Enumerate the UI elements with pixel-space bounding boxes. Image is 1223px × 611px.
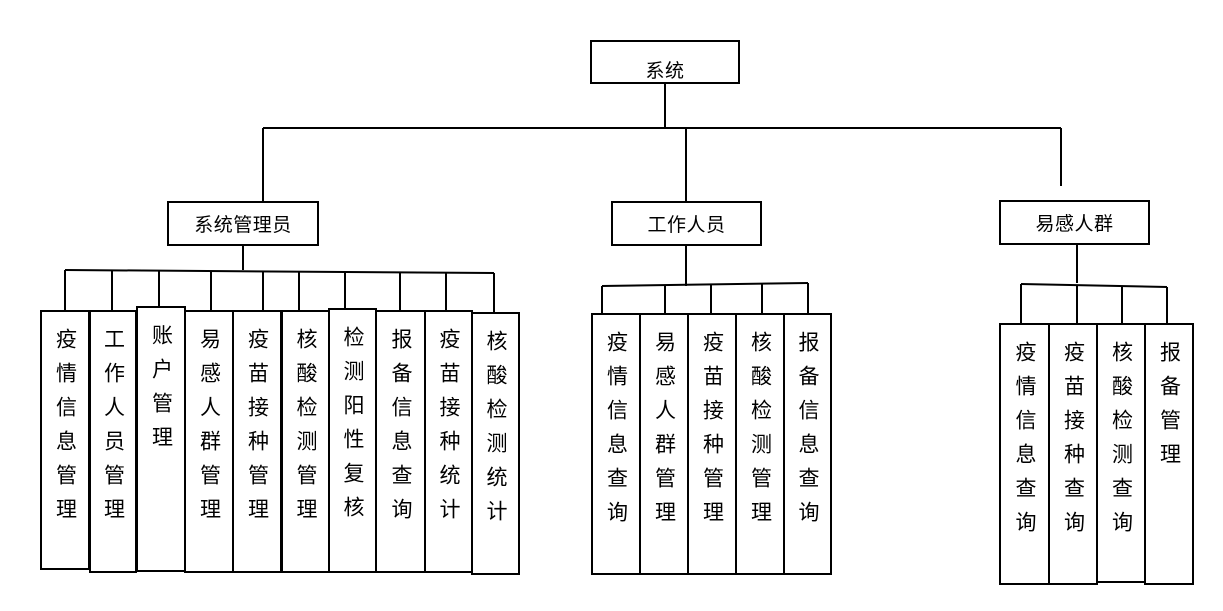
module-label: 报备信息查询	[389, 328, 413, 532]
module-label: 报备管理	[1157, 341, 1182, 477]
module-label: 核酸检测管理	[294, 328, 318, 532]
module-label: 账户管理	[149, 324, 174, 460]
module-label: 易感人群管理	[652, 331, 677, 535]
module-node: 疫苗接种查询	[1048, 323, 1098, 585]
group-node-label: 工作人员	[647, 214, 726, 236]
module-node: 疫苗接种统计	[424, 310, 473, 573]
module-label: 核酸检测管理	[748, 331, 773, 535]
module-node: 疫情信息查询	[999, 323, 1050, 585]
module-label: 工作人员管理	[101, 328, 126, 532]
group-node-admin: 系统管理员	[167, 201, 319, 246]
module-label: 疫情信息查询	[604, 331, 629, 535]
group-node-susceptible: 易感人群	[999, 200, 1150, 245]
module-label: 疫苗接种查询	[1061, 341, 1086, 545]
module-node: 检测阳性复核	[328, 308, 377, 573]
group-node-staff: 工作人员	[611, 201, 762, 246]
module-label: 疫苗接种管理	[700, 331, 725, 535]
module-node: 疫情信息查询	[591, 313, 641, 575]
module-label: 疫苗接种统计	[437, 328, 461, 532]
root-node-label: 系统	[645, 59, 685, 82]
module-label: 检测阳性复核	[341, 326, 365, 530]
module-node: 报备信息查询	[375, 310, 426, 573]
module-label: 疫苗接种管理	[245, 328, 270, 532]
module-label: 核酸检测查询	[1109, 341, 1134, 545]
module-label: 报备信息查询	[796, 331, 820, 535]
root-node: 系统	[590, 40, 740, 84]
module-node: 核酸检测管理	[735, 313, 785, 575]
module-node: 报备信息查询	[783, 313, 832, 575]
module-node: 核酸检测查询	[1096, 323, 1146, 583]
module-label: 疫情信息查询	[1013, 341, 1037, 545]
module-node: 疫情信息管理	[40, 310, 90, 570]
module-node: 易感人群管理	[184, 310, 234, 573]
module-label: 易感人群管理	[197, 328, 222, 532]
module-node: 报备管理	[1144, 323, 1194, 585]
module-label: 核酸检测统计	[484, 330, 508, 534]
module-node: 工作人员管理	[89, 310, 137, 573]
module-node: 核酸检测管理	[281, 310, 330, 573]
module-node: 账户管理	[136, 306, 186, 572]
group-node-label: 易感人群	[1035, 213, 1114, 235]
module-node: 疫苗接种管理	[687, 313, 737, 575]
module-label: 疫情信息管理	[53, 328, 78, 532]
module-node: 疫苗接种管理	[232, 310, 282, 573]
module-node: 核酸检测统计	[471, 312, 520, 575]
module-node: 易感人群管理	[639, 313, 689, 575]
group-node-label: 系统管理员	[194, 214, 292, 236]
